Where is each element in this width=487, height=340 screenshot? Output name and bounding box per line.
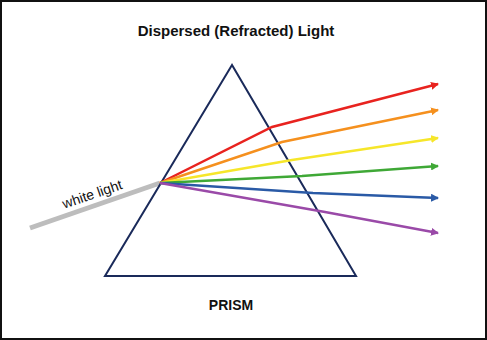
diagram-title: Dispersed (Refracted) Light: [138, 22, 335, 39]
prism-label: PRISM: [209, 297, 253, 313]
dispersed-rays: [160, 84, 438, 233]
